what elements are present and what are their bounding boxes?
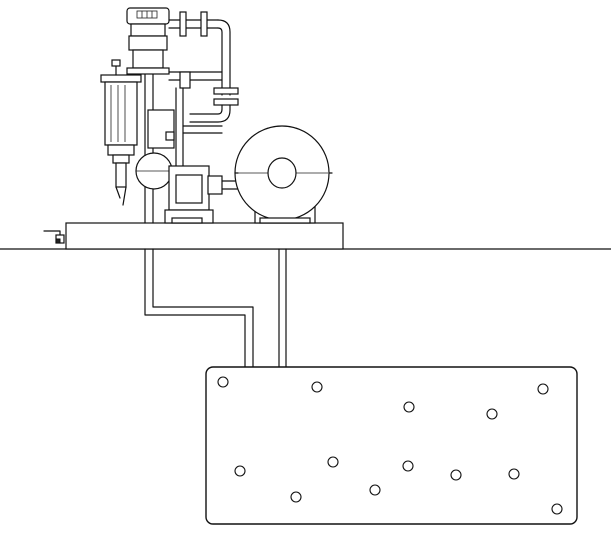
filter-icon <box>100 59 142 206</box>
underground-tank <box>205 366 578 525</box>
pump-icon <box>135 152 239 224</box>
base-platform <box>65 222 344 250</box>
machine-supports <box>171 217 311 224</box>
top-discharge-pipe <box>168 11 239 123</box>
valve-icon <box>147 71 223 167</box>
meter-icon <box>126 7 170 75</box>
drain-valve-icon <box>43 230 65 244</box>
tank-bubbles <box>217 376 563 515</box>
motor-icon <box>234 125 333 224</box>
